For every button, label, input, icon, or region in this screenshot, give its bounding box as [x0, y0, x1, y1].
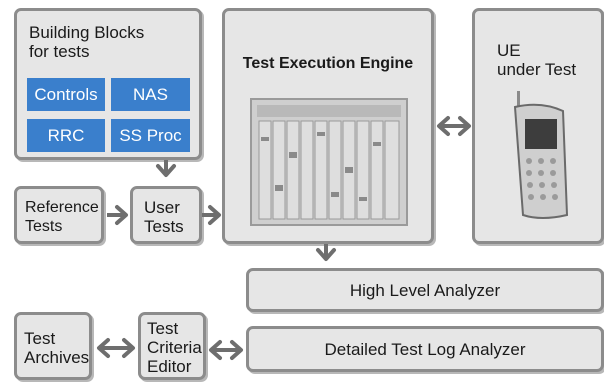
test-archives-box: Test Archives [14, 312, 92, 380]
user-tests-label: User Tests [144, 198, 184, 236]
reference-tests-label: Reference Tests [25, 199, 99, 235]
detailed-test-log-analyzer-box: Detailed Test Log Analyzer [246, 326, 604, 372]
arrow-right-icon [107, 205, 128, 225]
arrow-down-icon [156, 160, 176, 177]
high-level-analyzer-box: High Level Analyzer [246, 268, 604, 312]
building-blocks-title: Building Blocks for tests [29, 23, 145, 61]
ss-proc-block: SS Proc [111, 119, 190, 152]
user-tests-box: User Tests [130, 186, 202, 244]
rrc-block: RRC [27, 119, 105, 152]
test-archives-label: Test Archives [24, 329, 90, 367]
ue-title: UE under Test [497, 41, 577, 79]
double-arrow-icon [437, 116, 471, 136]
double-arrow-icon [209, 340, 243, 360]
nas-block: NAS [111, 78, 190, 111]
test-equipment-rack-image [250, 98, 408, 226]
test-execution-engine-panel: Test Execution Engine [222, 8, 434, 244]
test-criteria-editor-box: Test Criteria Editor [138, 312, 206, 380]
high-level-analyzer-label: High Level Analyzer [349, 280, 501, 300]
arrow-down-icon [316, 244, 336, 261]
ue-under-test-panel: UE under Test [472, 8, 604, 244]
arrow-right-icon [202, 205, 221, 225]
detailed-test-log-analyzer-label: Detailed Test Log Analyzer [324, 339, 526, 359]
engine-title: Test Execution Engine [242, 55, 414, 72]
building-blocks-panel: Building Blocks for tests Controls NAS R… [14, 8, 202, 160]
reference-tests-box: Reference Tests [14, 186, 104, 244]
mobile-phone-image [513, 91, 569, 219]
double-arrow-icon [97, 338, 135, 358]
controls-block: Controls [27, 78, 105, 111]
test-criteria-editor-label: Test Criteria Editor [147, 319, 202, 376]
